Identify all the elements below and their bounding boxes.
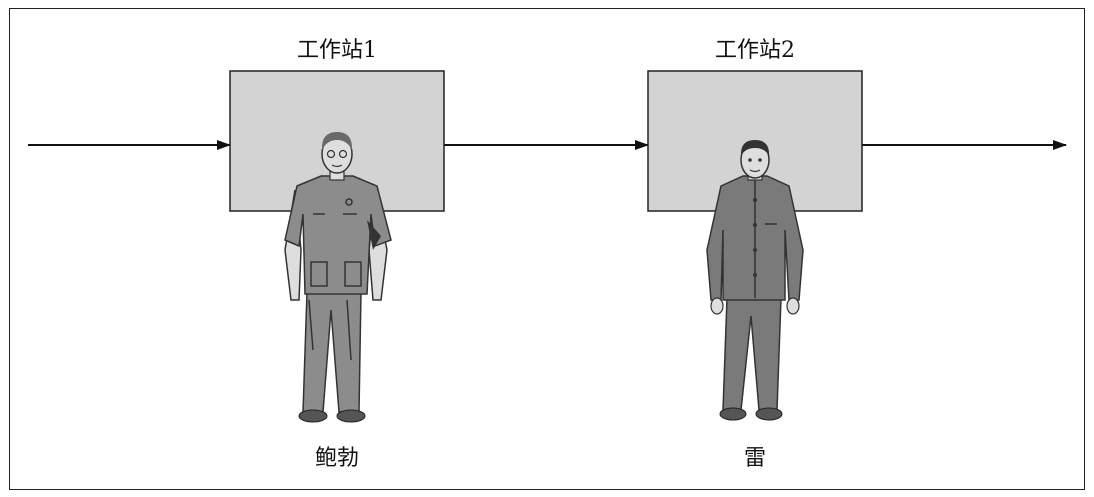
worker-figure-icon bbox=[706, 140, 804, 421]
worker-figure-icon bbox=[284, 132, 392, 423]
station-label-1: 工作站1 bbox=[297, 38, 377, 63]
worker-label-2: 雷 bbox=[743, 446, 767, 471]
diagram-frame bbox=[9, 8, 1085, 490]
station-label-2: 工作站2 bbox=[715, 38, 795, 63]
worker-label-1: 鲍勃 bbox=[314, 446, 360, 471]
